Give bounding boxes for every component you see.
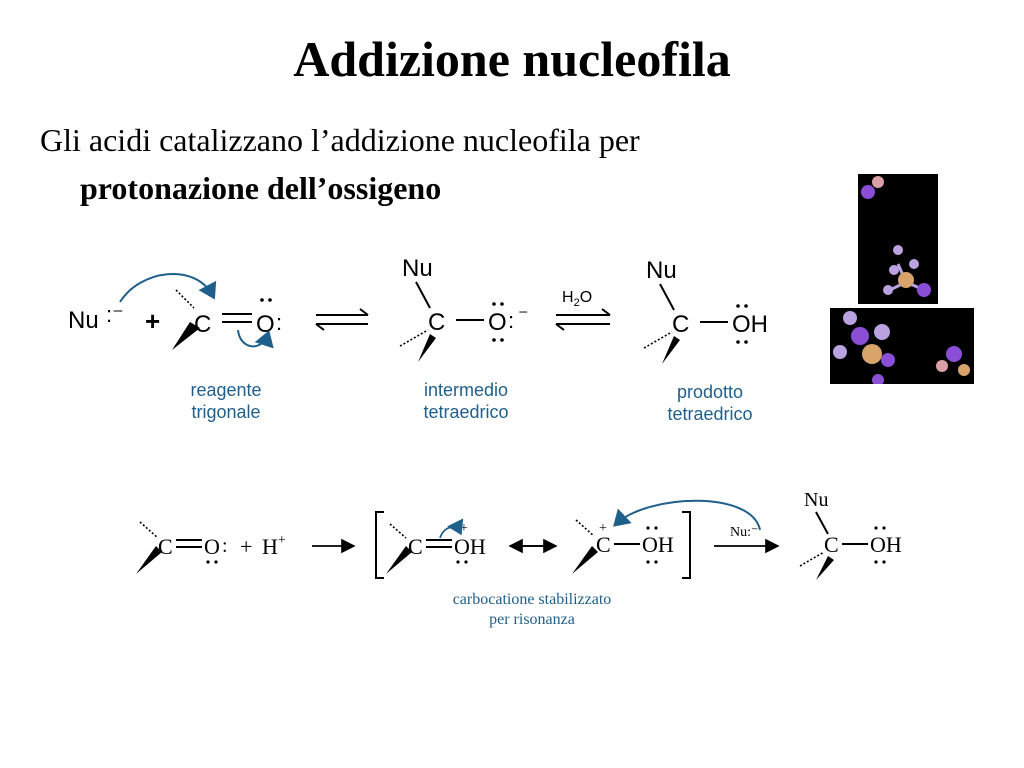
proton: H+: [262, 533, 286, 559]
svg-text:OH: OH: [732, 311, 768, 338]
svg-text:C: C: [824, 532, 839, 557]
molecule-model-panel-2: [830, 308, 974, 386]
label-reagent-2: trigonale: [191, 402, 260, 422]
svg-text:OH: OH: [454, 534, 486, 559]
svg-text:H2O: H2O: [562, 289, 592, 309]
plus-sign-2: +: [240, 534, 252, 559]
scheme-1: Nu :⁻ + C O : Nu: [68, 255, 768, 424]
svg-text::: :: [276, 310, 282, 335]
svg-text:Nu: Nu: [402, 255, 433, 282]
label-intermediate-1: intermedio: [424, 380, 508, 400]
nucleophile-charge: :⁻: [106, 302, 124, 327]
svg-text:+: +: [599, 521, 607, 536]
svg-text:OH: OH: [870, 532, 902, 557]
svg-text:C: C: [408, 534, 423, 559]
scheme-2: C O : + H+ C OH +: [136, 489, 902, 628]
label-carbocation-1: carbocatione stabilizzato: [453, 591, 612, 608]
svg-text:C: C: [158, 534, 173, 559]
svg-text:OH: OH: [642, 532, 674, 557]
label-intermediate-2: tetraedrico: [423, 402, 508, 422]
bullet-line-2: protonazione dell’ossigeno: [80, 170, 442, 206]
final-product: Nu C OH: [799, 489, 902, 580]
bracket-left: [375, 511, 384, 579]
label-reagent-1: reagente: [190, 380, 261, 400]
equilibrium-arrow-2: H2O: [555, 289, 611, 331]
label-product-2: tetraedrico: [667, 404, 752, 424]
tetrahedral-intermediate: Nu C O : ⁻: [399, 255, 529, 362]
svg-text:C: C: [672, 311, 689, 338]
curved-arrow-nu-attack: [613, 499, 761, 531]
svg-text:O: O: [488, 309, 507, 336]
svg-text:+: +: [460, 521, 468, 536]
bracket-right: [682, 511, 691, 579]
svg-text:C: C: [428, 309, 445, 336]
svg-text:Nu: Nu: [804, 489, 828, 511]
bullet-text: Gli acidi catalizzano l’addizione nucleo…: [40, 116, 820, 212]
slide-title: Addizione nucleofila: [293, 31, 731, 87]
label-carbocation-2: per risonanza: [489, 611, 575, 628]
trigonal-reagent: C O :: [172, 289, 282, 350]
protonated-carbonyl: C OH +: [386, 518, 486, 574]
svg-text:⁻: ⁻: [518, 305, 529, 327]
curved-arrow-attack: [119, 273, 217, 303]
bullet-line-1: Gli acidi catalizzano l’addizione nucleo…: [40, 122, 640, 158]
plus-sign: +: [145, 306, 160, 336]
svg-text:C: C: [596, 532, 611, 557]
molecule-model-panel-1: [858, 174, 938, 304]
svg-text:O: O: [204, 534, 220, 559]
svg-text:Nu: Nu: [646, 257, 677, 284]
nucleophile-label: Nu: [68, 307, 99, 334]
tetrahedral-product: Nu C OH: [643, 257, 768, 364]
nu-reagent: Nu:⁻: [730, 525, 758, 540]
equilibrium-arrow-1: [315, 308, 369, 331]
svg-text:C: C: [194, 311, 211, 338]
carbonyl-start: C O :: [136, 521, 228, 574]
carbocation: C + OH: [572, 519, 674, 574]
svg-text::: :: [508, 308, 514, 333]
svg-text:O: O: [256, 311, 275, 338]
label-product-1: prodotto: [677, 382, 743, 402]
svg-text::: :: [222, 535, 228, 557]
